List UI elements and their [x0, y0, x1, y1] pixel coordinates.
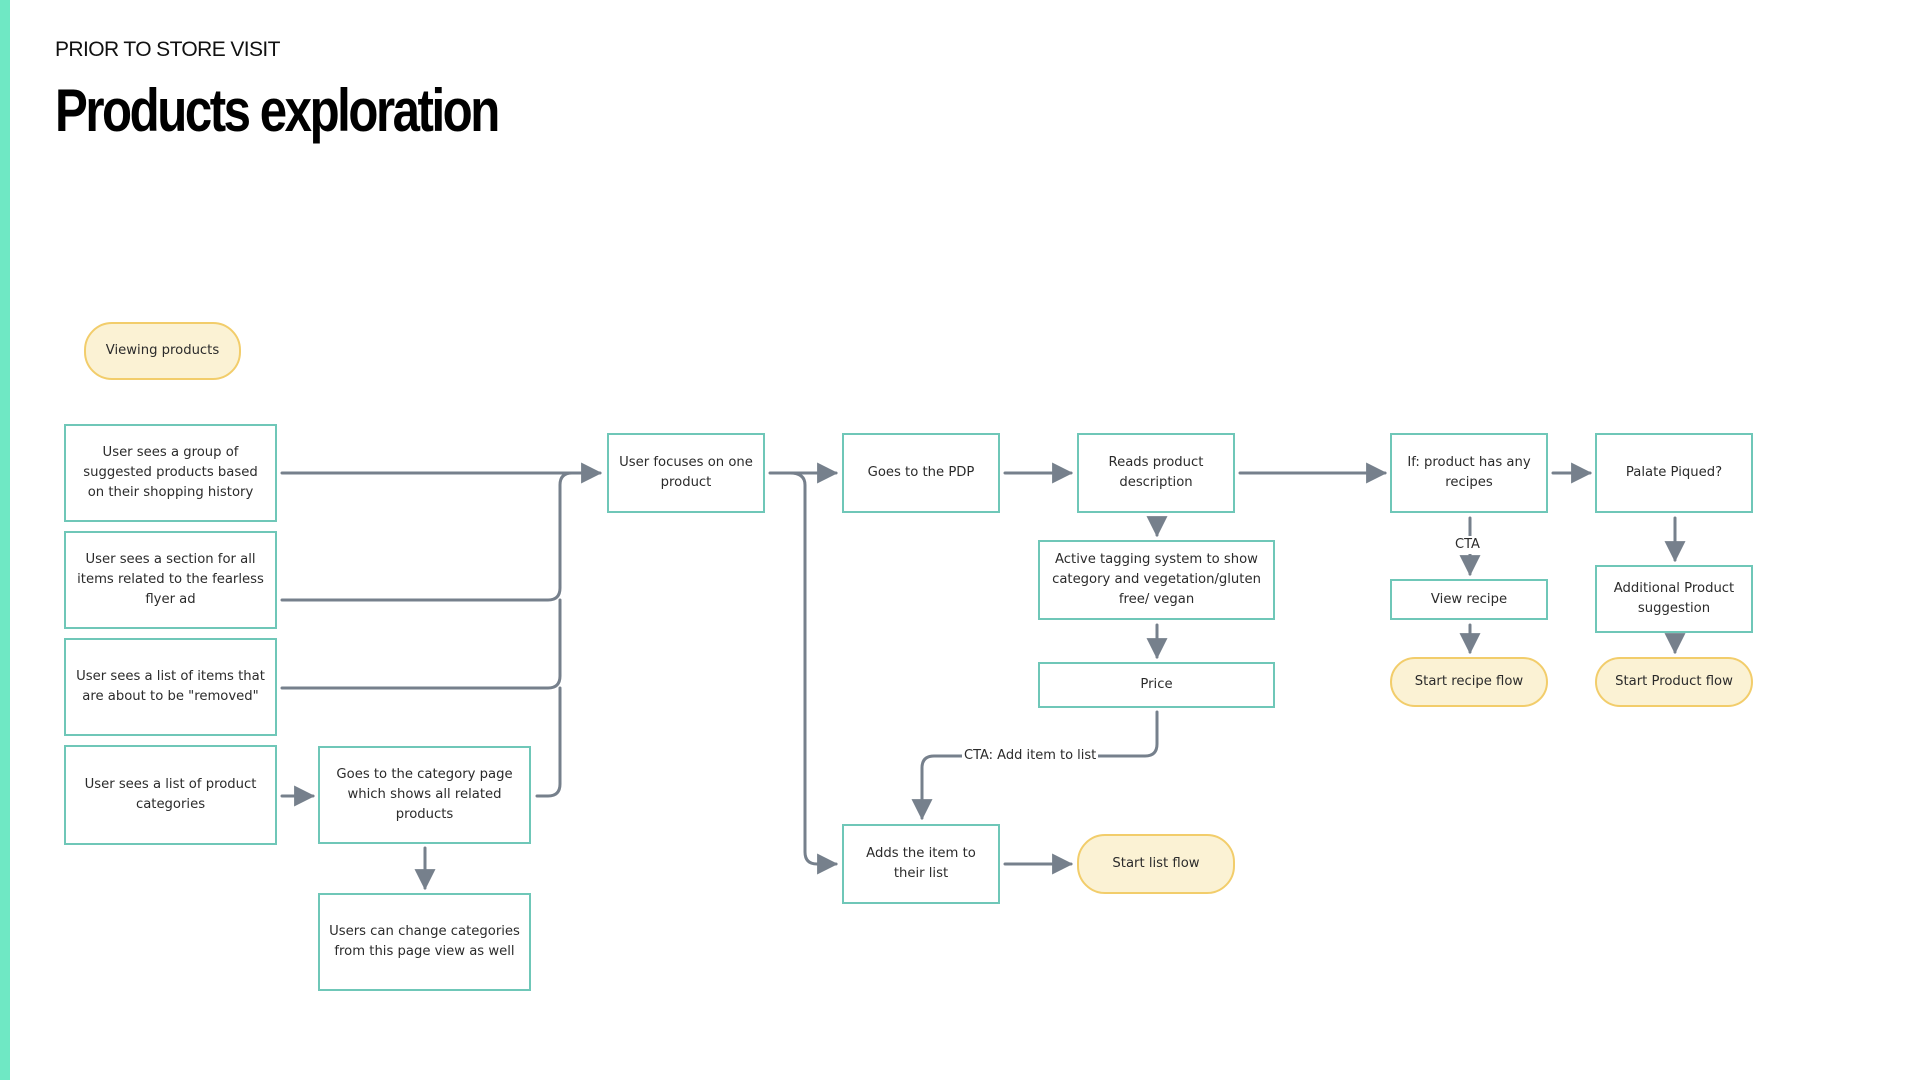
- connector-entry3-merge: [280, 598, 562, 690]
- price-node: Price: [1038, 662, 1275, 708]
- view-recipe-node: View recipe: [1390, 579, 1548, 620]
- add-to-list-node: Adds the item to their list: [842, 824, 1000, 904]
- start-product-flow-terminal: Start Product flow: [1595, 657, 1753, 707]
- connector-entry2-merge: [280, 471, 574, 602]
- start-recipe-flow-terminal: Start recipe flow: [1390, 657, 1548, 707]
- connector-focus-to-addlist: [788, 471, 839, 875]
- reads-description-node: Reads product description: [1077, 433, 1235, 513]
- accent-bar: [0, 0, 10, 1080]
- entry-product-categories: User sees a list of product categories: [64, 745, 277, 845]
- additional-suggestion-node: Additional Product suggestion: [1595, 565, 1753, 633]
- edge-label-cta: CTA: [1453, 536, 1482, 554]
- focus-product-node: User focuses on one product: [607, 433, 765, 513]
- section-eyebrow: PRIOR TO STORE VISIT: [55, 38, 280, 61]
- entry-fearless-flyer: User sees a section for all items relate…: [64, 531, 277, 629]
- start-list-flow-terminal: Start list flow: [1077, 834, 1235, 894]
- entry-suggested-products: User sees a group of suggested products …: [64, 424, 277, 522]
- category-page-node: Goes to the category page which shows al…: [318, 746, 531, 844]
- page-title: Products exploration: [55, 77, 500, 144]
- connector-category-merge: [535, 686, 562, 798]
- change-categories-node: Users can change categories from this pa…: [318, 893, 531, 991]
- start-terminal-viewing-products: Viewing products: [84, 322, 241, 380]
- palate-piqued-node: Palate Piqued?: [1595, 433, 1753, 513]
- entry-items-removed: User sees a list of items that are about…: [64, 638, 277, 736]
- goes-pdp-node: Goes to the PDP: [842, 433, 1000, 513]
- tagging-system-node: Active tagging system to show category a…: [1038, 540, 1275, 620]
- edge-label-cta-add: CTA: Add item to list: [962, 747, 1099, 765]
- has-recipes-node: If: product has any recipes: [1390, 433, 1548, 513]
- connector-price-to-addlist: [911, 710, 1159, 821]
